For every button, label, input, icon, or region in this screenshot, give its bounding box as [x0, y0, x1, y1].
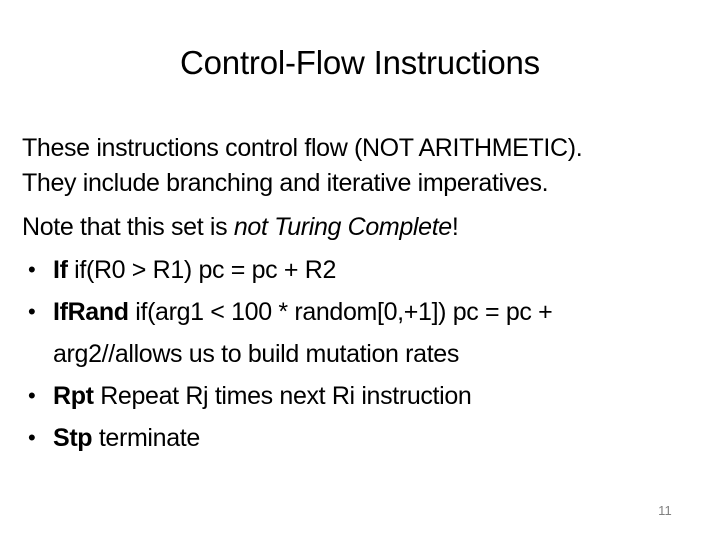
list-item: • IfRand if(arg1 < 100 * random[0,+1]) p… [22, 291, 706, 375]
bullet-dot-icon: • [28, 257, 36, 282]
bullet-dot-icon: • [28, 383, 36, 408]
instruction-name: Rpt [53, 382, 94, 410]
note-suffix: ! [451, 213, 459, 241]
instruction-name: Stp [53, 424, 93, 452]
list-item: • If if(R0 > R1) pc = pc + R2 [22, 249, 706, 291]
list-item-text: If if(R0 > R1) pc = pc + R2 [53, 249, 706, 291]
list-item-text: Rpt Repeat Rj times next Ri instruction [53, 375, 706, 417]
instruction-description: terminate [92, 424, 200, 452]
note-emphasis: not Turing Complete [233, 213, 452, 241]
note-paragraph: Note that this set is not Turing Complet… [22, 210, 706, 245]
list-item-continuation: arg2//allows us to build mutation rates [53, 340, 460, 368]
intro-paragraph: These instructions control flow (NOT ARI… [22, 131, 706, 201]
page-number: 11 [658, 503, 672, 518]
slide-body: These instructions control flow (NOT ARI… [22, 131, 706, 459]
bullet-dot-icon: • [28, 425, 36, 450]
intro-line-1: These instructions control flow (NOT ARI… [22, 134, 583, 162]
instruction-name: IfRand [53, 298, 129, 326]
intro-line-2: They include branching and iterative imp… [22, 169, 549, 197]
slide-title: Control-Flow Instructions [180, 44, 540, 81]
instruction-name: If [53, 256, 68, 284]
instruction-list: • If if(R0 > R1) pc = pc + R2 • IfRand i… [22, 249, 706, 459]
list-item-text: Stp terminate [53, 417, 706, 459]
instruction-description: if(arg1 < 100 * random[0,+1]) pc = pc + [128, 298, 553, 326]
note-prefix: Note that this set is [22, 213, 234, 241]
list-item-text: IfRand if(arg1 < 100 * random[0,+1]) pc … [53, 291, 706, 333]
list-item: • Rpt Repeat Rj times next Ri instructio… [22, 375, 706, 417]
instruction-description: Repeat Rj times next Ri instruction [93, 382, 472, 410]
bullet-dot-icon: • [28, 299, 36, 324]
instruction-description: if(R0 > R1) pc = pc + R2 [67, 256, 337, 284]
list-item: • Stp terminate [22, 417, 706, 459]
